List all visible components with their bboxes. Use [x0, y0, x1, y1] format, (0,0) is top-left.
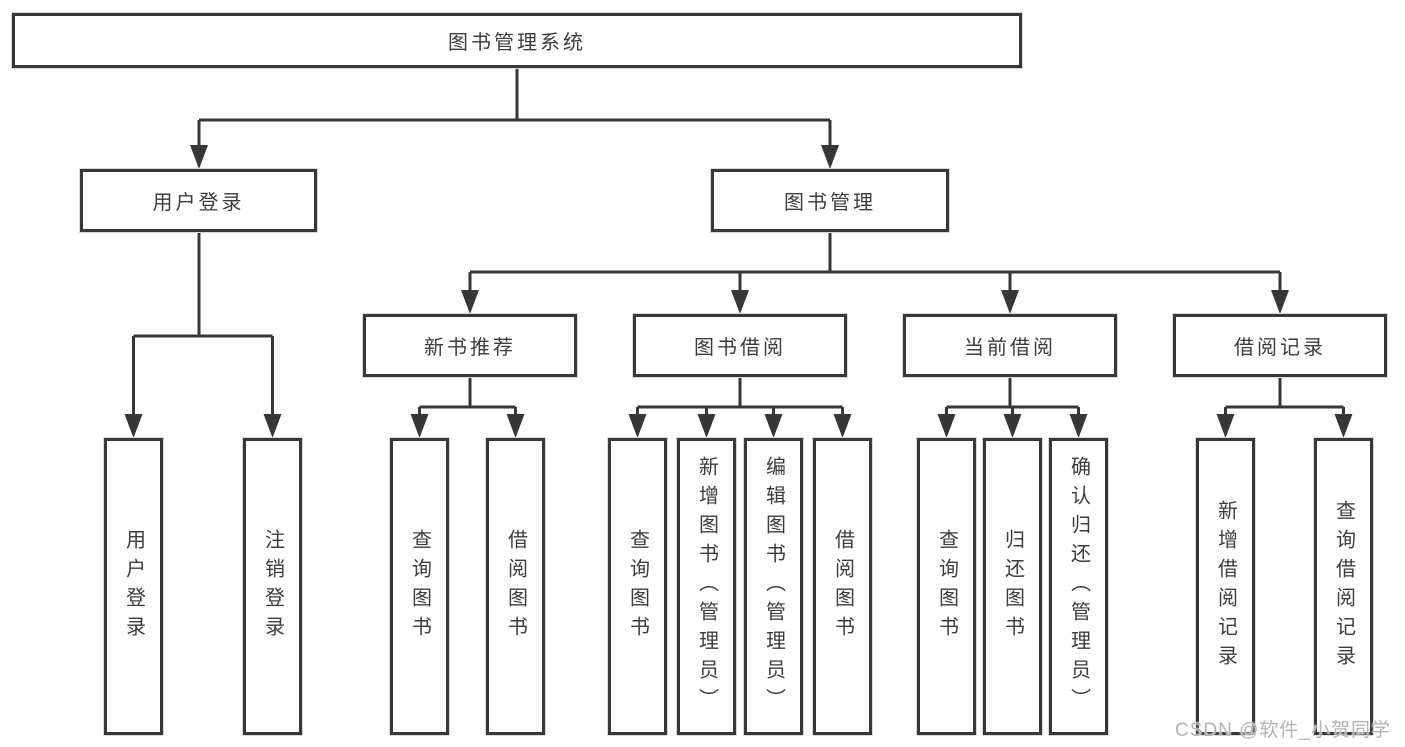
arrow-down-icon: [263, 414, 282, 438]
arrow-down-icon: [1334, 414, 1353, 438]
node-library-management-system: 图书管理系统: [12, 13, 1022, 68]
arrow-down-icon: [937, 414, 956, 438]
arrowheads: [124, 145, 1353, 438]
node-book-borrowing: 图书借阅: [633, 314, 847, 377]
arrow-down-icon: [697, 414, 716, 438]
arrow-down-icon: [461, 290, 479, 314]
arrow-down-icon: [833, 414, 852, 438]
arrow-down-icon: [506, 414, 525, 438]
node-current-borrowing: 当前借阅: [903, 314, 1117, 377]
leaf-query-borrow-record: 查询借阅记录: [1314, 438, 1373, 735]
connector-loan-record-to-leaves: [1224, 377, 1345, 420]
arrow-down-icon: [1216, 414, 1235, 438]
connector-lines: [132, 68, 1345, 420]
leaf-query-books: 查询图书: [917, 438, 976, 735]
leaf-query-books: 查询图书: [608, 438, 667, 735]
node-new-book-recommendation: 新书推荐: [363, 314, 577, 377]
connector-new-book-to-leaves: [418, 377, 517, 420]
arrow-down-icon: [1001, 290, 1019, 314]
arrow-down-icon: [764, 414, 783, 438]
csdn-watermark: CSDN @软件_小贺同学: [1175, 720, 1391, 741]
leaf-logout: 注销登录: [243, 438, 302, 735]
leaf-add-books-admin: 新增图书（管理员）: [677, 438, 736, 735]
leaf-return-books: 归还图书: [983, 438, 1042, 735]
arrow-down-icon: [1271, 290, 1289, 314]
node-user-login: 用户登录: [80, 169, 317, 232]
node-book-management: 图书管理: [711, 169, 949, 232]
connector-user-login-to-leaves: [132, 232, 274, 420]
leaf-query-books: 查询图书: [390, 438, 449, 735]
connector-book-mgmt-to-level3: [468, 232, 1282, 295]
connector-current-loan-to-leaves: [945, 377, 1080, 420]
arrow-down-icon: [124, 414, 143, 438]
leaf-borrow-books: 借阅图书: [486, 438, 545, 735]
arrow-down-icon: [1003, 414, 1022, 438]
leaf-user-login: 用户登录: [104, 438, 163, 735]
leaf-edit-books-admin: 编辑图书（管理员）: [744, 438, 803, 735]
leaf-add-borrow-record: 新增借阅记录: [1196, 438, 1255, 735]
arrow-down-icon: [821, 145, 839, 169]
arrow-down-icon: [410, 414, 429, 438]
arrow-down-icon: [628, 414, 647, 438]
node-borrowing-records: 借阅记录: [1173, 314, 1387, 377]
arrow-down-icon: [731, 290, 749, 314]
connector-root-to-level2: [197, 68, 832, 150]
leaf-confirm-return-admin: 确认归还（管理员）: [1049, 438, 1108, 735]
arrow-down-icon: [1069, 414, 1088, 438]
arrow-down-icon: [190, 145, 208, 169]
connector-book-borrow-to-leaves: [636, 377, 844, 420]
leaf-borrow-books: 借阅图书: [813, 438, 872, 735]
